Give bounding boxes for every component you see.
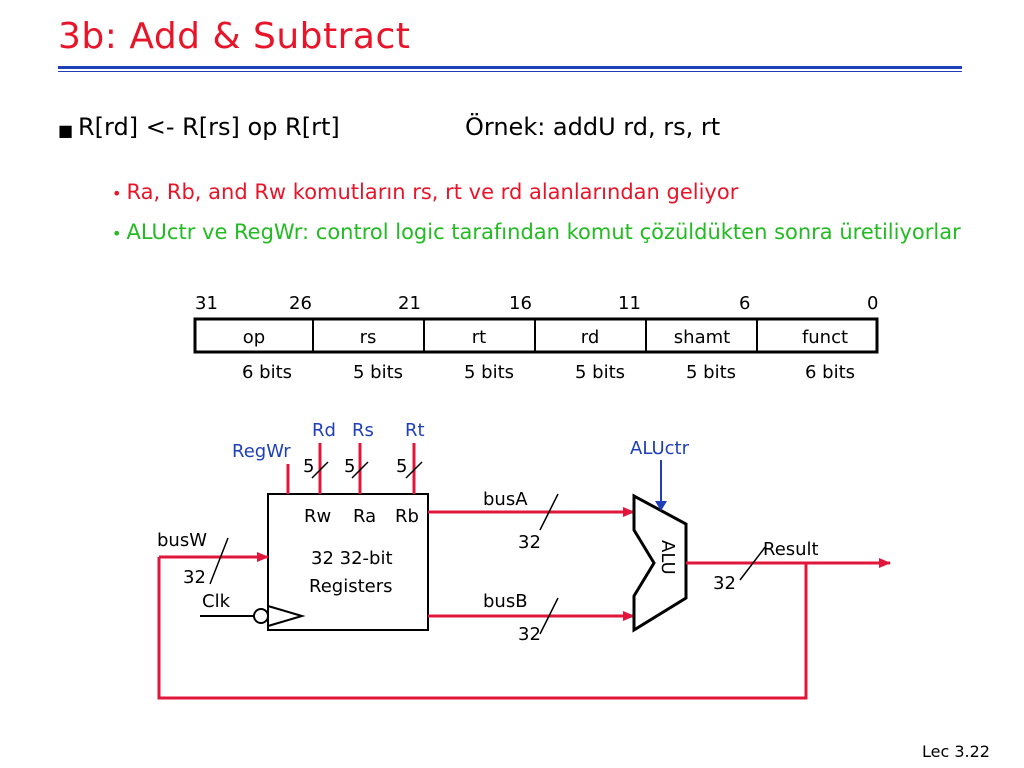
rs-width: 5 [344, 456, 355, 477]
busw-width: 32 [183, 567, 206, 588]
bus-slash [311, 461, 329, 479]
rt-label: Rt [405, 420, 425, 441]
busb-width: 32 [518, 624, 541, 645]
busb-label: busB [483, 591, 528, 612]
bit-pos-26: 26 [289, 293, 312, 314]
rd-width: 5 [303, 456, 314, 477]
alu [632, 493, 688, 633]
slide-number: Lec 3.22 [922, 742, 990, 761]
sub-bullet-2-text: ALUctr ve RegWr: control logic tarafında… [126, 220, 961, 244]
busa-width: 32 [518, 532, 541, 553]
alu-label: ALU [657, 540, 678, 575]
field-funct: funct [802, 327, 848, 348]
field-op: op [243, 327, 265, 348]
busw-label: busW [157, 530, 207, 551]
aluctr-label: ALUctr [630, 438, 690, 459]
dot-bullet-icon: • [112, 184, 127, 203]
field-rd: rd [581, 327, 600, 348]
bus-slash [351, 461, 369, 479]
rd-label: Rd [312, 420, 336, 441]
width-funct: 6 bits [805, 362, 855, 383]
port-rb: Rb [395, 506, 419, 527]
datapath: RegWr Rd Rs Rt ALUctr Rw Ra Rb 32 32-bit… [157, 420, 891, 700]
result-label: Result [763, 539, 819, 560]
width-op: 6 bits [242, 362, 292, 383]
sub-bullet-2: • ALUctr ve RegWr: control logic tarafın… [112, 219, 972, 247]
instruction-format: 31 26 21 16 11 6 0 op rs rt rd shamt fun… [193, 293, 879, 383]
result-width: 32 [713, 573, 736, 594]
bullet-rtl-expression: R[rd] <- R[rs] op R[rt] [78, 113, 340, 141]
field-shamt: shamt [674, 327, 730, 348]
regfile-label-2: Registers [309, 576, 393, 597]
bit-pos-0: 0 [867, 293, 878, 314]
sub-bullet-1: • Ra, Rb, and Rw komutların rs, rt ve rd… [112, 180, 738, 204]
width-rd: 5 bits [575, 362, 625, 383]
port-ra: Ra [353, 506, 376, 527]
format-box [193, 317, 879, 354]
title-rule-thin [58, 71, 962, 72]
port-rw: Rw [304, 506, 331, 527]
bit-pos-16: 16 [509, 293, 532, 314]
rs-label: Rs [352, 420, 374, 441]
bus-slash [209, 537, 229, 585]
width-rs: 5 bits [353, 362, 403, 383]
field-rs: rs [360, 327, 377, 348]
bus-slash [539, 493, 559, 531]
bit-pos-11: 11 [618, 293, 641, 314]
sub-bullet-1-text: Ra, Rb, and Rw komutların rs, rt ve rd a… [126, 180, 739, 204]
regwr-label: RegWr [232, 441, 291, 462]
dot-bullet-icon: • [112, 224, 127, 243]
title-rule [58, 66, 962, 69]
page-title: 3b: Add & Subtract [58, 16, 411, 57]
bit-pos-6: 6 [739, 293, 750, 314]
bit-pos-21: 21 [398, 293, 421, 314]
bus-slash [405, 461, 423, 479]
width-rt: 5 bits [464, 362, 514, 383]
rt-width: 5 [396, 456, 407, 477]
clk-inverter-bubble [253, 608, 269, 624]
bit-pos-31: 31 [195, 293, 218, 314]
field-rt: rt [472, 327, 486, 348]
feedback-wire [157, 557, 808, 700]
square-bullet-icon: ■ [58, 121, 74, 140]
register-file [267, 493, 429, 631]
busa-label: busA [483, 489, 528, 510]
bus-slash [739, 545, 767, 581]
width-shamt: 5 bits [686, 362, 736, 383]
clock-triangle-icon [267, 605, 306, 627]
bus-slash [539, 597, 559, 635]
bullet-example: Örnek: addU rd, rs, rt [465, 113, 721, 141]
regfile-label-1: 32 32-bit [311, 548, 393, 569]
clk-label: Clk [202, 591, 231, 612]
